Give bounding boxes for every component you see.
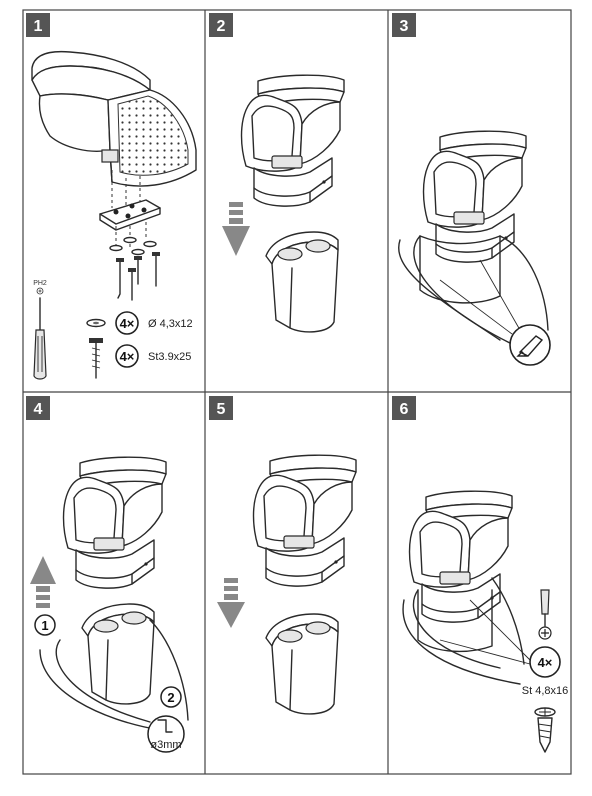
down-arrow-icon (217, 578, 245, 628)
step-2-illustration (222, 74, 345, 333)
callout-2: 2 (167, 690, 174, 705)
cutter-icon (516, 335, 544, 357)
screw-size-6: St 4,8x16 (522, 685, 568, 697)
step-4-illustration: 1 2 ø3mm (30, 456, 189, 753)
step-badge-5: 5 (209, 396, 233, 420)
step-number-5: 5 (217, 401, 226, 418)
step-badge-3: 3 (392, 13, 416, 37)
step-badge-6: 6 (392, 396, 416, 420)
step-6-illustration: 4× St 4,8x16 (402, 490, 568, 753)
washer-count: 4× (120, 316, 135, 331)
step-badge-4: 4 (26, 396, 50, 420)
step-badge-2: 2 (209, 13, 233, 37)
screwdriver-icon (33, 329, 47, 380)
washer-size: Ø 4,3x12 (148, 318, 193, 330)
up-arrow-icon (30, 556, 56, 608)
panel-grid (22, 9, 572, 775)
screw-count: 4× (120, 349, 135, 364)
step-number-4: 4 (34, 401, 43, 418)
screw-size: St3.9x25 (148, 351, 191, 363)
screwdriver-label: PH2 (33, 280, 47, 287)
screwdriver-icon (540, 589, 550, 615)
step-number-1: 1 (34, 18, 43, 35)
step-number-2: 2 (217, 18, 226, 35)
step-5-illustration (217, 454, 357, 715)
drill-size: ø3mm (150, 739, 181, 751)
down-arrow-icon (222, 202, 250, 256)
step-3-illustration (398, 130, 551, 366)
step-badge-1: 1 (26, 13, 50, 37)
drill-icon (157, 719, 173, 733)
screw-count-6: 4× (538, 655, 553, 670)
step-1-illustration: PH2 4× Ø 4,3x12 4× St3.9x25 (31, 50, 197, 380)
callout-1: 1 (41, 618, 48, 633)
step-number-6: 6 (400, 401, 409, 418)
step-number-3: 3 (400, 18, 409, 35)
